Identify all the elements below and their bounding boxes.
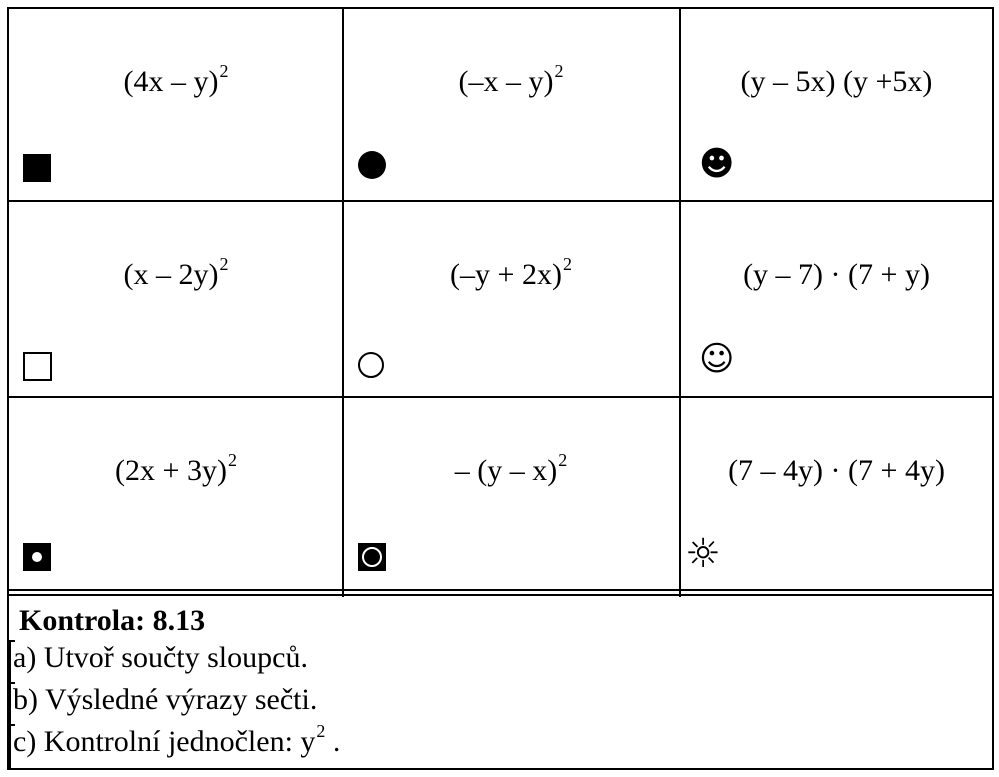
expression: (y – 7) · (7 + y) (743, 258, 930, 291)
expression-cell: (7 – 4y) · (7 + 4y) ☼ (681, 398, 992, 590)
grid-line (992, 597, 994, 770)
sun-icon: ☼ (685, 531, 721, 577)
instruction-b: b) Výsledné výrazy sečti. (13, 683, 318, 716)
filled-circle-icon (358, 151, 386, 179)
grid-line (7, 589, 994, 591)
smiley-black-icon: ☻ (699, 144, 735, 184)
grid-line (679, 7, 681, 597)
grid-line (7, 200, 994, 202)
list-border (9, 640, 11, 768)
expression: (2x + 3y)2 (115, 450, 237, 487)
empty-square-icon (23, 352, 52, 381)
expression-cell: (4x – y)2 (9, 9, 343, 201)
expression: (x – 2y)2 (123, 254, 229, 291)
filled-square-icon (23, 154, 51, 182)
expression-cell: (2x + 3y)2 (9, 398, 343, 590)
list-separator (9, 640, 15, 642)
worksheet-table: (4x – y)2 (–x – y)2 (y – 5x) (y +5x) ☻ (… (7, 7, 994, 770)
expression-cell: – (y – x)2 (344, 398, 678, 590)
control-title: Kontrola: 8.13 (19, 604, 206, 637)
grid-line (7, 768, 994, 770)
expression-cell: (y – 5x) (y +5x) ☻ (681, 9, 992, 201)
expression-cell: (–y + 2x)2 (344, 202, 678, 394)
expression-cell: (y – 7) · (7 + y) ☺ (681, 202, 992, 394)
instruction-a: a) Utvoř součty sloupců. (13, 641, 308, 674)
grid-line (342, 7, 344, 597)
expression: (–y + 2x)2 (450, 254, 572, 291)
empty-circle-icon (358, 352, 384, 378)
expression: (4x – y)2 (123, 61, 229, 98)
expression: (7 – 4y) · (7 + 4y) (728, 454, 945, 487)
expression-cell: (–x – y)2 (344, 9, 678, 201)
grid-line (7, 594, 994, 596)
control-section: Kontrola: 8.13 a) Utvoř součty sloupců. … (9, 596, 992, 768)
grid-line (7, 7, 994, 9)
expression: (–x – y)2 (458, 61, 564, 98)
instruction-c: c) Kontrolní jednočlen: y2 . (13, 721, 341, 758)
square-dot-icon (23, 543, 51, 571)
grid-line (7, 597, 9, 770)
list-separator (9, 724, 15, 726)
smiley-white-icon: ☺ (699, 339, 735, 379)
expression: – (y – x)2 (454, 450, 568, 487)
list-separator (9, 682, 15, 684)
grid-line (7, 396, 994, 398)
square-ring-icon (358, 543, 386, 571)
expression: (y – 5x) (y +5x) (740, 65, 933, 98)
grid-line (992, 7, 994, 597)
expression-cell: (x – 2y)2 (9, 202, 343, 394)
grid-line (7, 7, 9, 597)
